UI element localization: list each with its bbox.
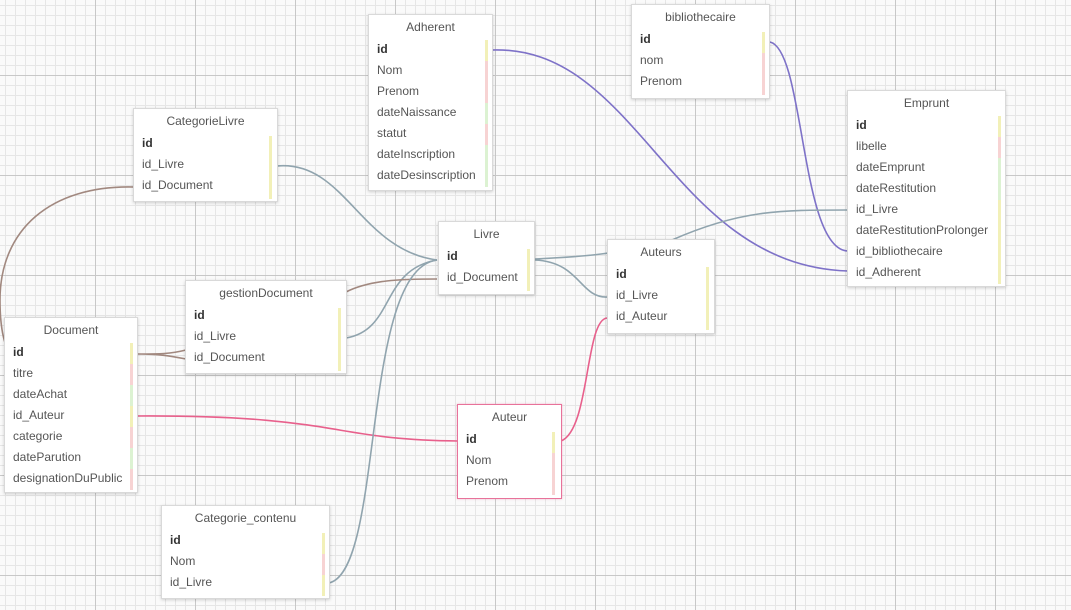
field-categorie[interactable]: categorie [13, 429, 63, 443]
field-id-livre[interactable]: id_Livre [142, 157, 185, 171]
entity-livre[interactable]: Livre id id_Document [438, 221, 535, 295]
field-type-bar [552, 432, 555, 495]
entity-categorie-contenu[interactable]: Categorie_contenu id Nom id_Livre [161, 505, 330, 599]
field-datedesinscription[interactable]: dateDesinscription [377, 168, 476, 182]
field-type-bar [485, 40, 488, 187]
field-nom[interactable]: Nom [466, 453, 492, 467]
field-id[interactable]: id [856, 118, 867, 132]
entity-adherent[interactable]: Adherent id Nom Prenom dateNaissance sta… [368, 14, 493, 191]
field-id[interactable]: id [13, 345, 24, 359]
field-dateemprunt[interactable]: dateEmprunt [856, 160, 925, 174]
link-livre-auteurs[interactable] [534, 259, 608, 298]
link-bibliothecaire-emprunt[interactable] [769, 41, 849, 252]
field-id[interactable]: id [194, 308, 205, 322]
field-id-livre[interactable]: id_Livre [616, 288, 659, 302]
entity-title: CategorieLivre [166, 114, 245, 128]
field-type-bar [130, 343, 133, 490]
field-nom[interactable]: Nom [377, 63, 403, 77]
entity-emprunt[interactable]: Emprunt id libelle dateEmprunt dateResti… [847, 90, 1006, 287]
field-type-bar [338, 308, 341, 371]
entity-title: gestionDocument [219, 286, 313, 300]
field-type-bar [998, 116, 1001, 284]
field-id[interactable]: id [447, 249, 458, 263]
link-auteur-auteurs[interactable] [560, 317, 608, 442]
field-dateparution[interactable]: dateParution [13, 450, 82, 464]
field-libelle[interactable]: libelle [856, 139, 887, 153]
field-id-document[interactable]: id_Document [194, 350, 265, 364]
field-id-livre[interactable]: id_Livre [194, 329, 237, 343]
entity-gestiondocument[interactable]: gestionDocument id id_Livre id_Document [185, 280, 347, 374]
field-id-auteur[interactable]: id_Auteur [13, 408, 65, 422]
field-prenom[interactable]: Prenom [640, 74, 683, 88]
entity-auteurs[interactable]: Auteurs id id_Livre id_Auteur [607, 239, 715, 334]
field-id[interactable]: id [640, 32, 651, 46]
field-daterestitution[interactable]: dateRestitution [856, 181, 937, 195]
field-id-document[interactable]: id_Document [447, 270, 518, 284]
field-type-bar [322, 533, 325, 596]
field-type-bar [762, 32, 765, 95]
link-document-gestiondocument[interactable] [137, 349, 187, 360]
field-type-bar [527, 249, 530, 291]
entity-title: Emprunt [903, 96, 950, 110]
field-id-auteur[interactable]: id_Auteur [616, 309, 668, 323]
entity-title: Auteurs [640, 245, 682, 259]
field-id[interactable]: id [142, 136, 153, 150]
field-titre[interactable]: titre [13, 366, 34, 380]
entity-title: Categorie_contenu [194, 511, 297, 525]
field-dateachat[interactable]: dateAchat [13, 387, 68, 401]
field-type-bar [269, 136, 272, 199]
field-prenom[interactable]: Prenom [466, 474, 509, 488]
field-id[interactable]: id [170, 533, 181, 547]
entity-title: bibliothecaire [665, 10, 736, 24]
field-prenom[interactable]: Prenom [377, 84, 420, 98]
entity-title: Adherent [406, 20, 455, 34]
link-gestiondocument-livre[interactable] [345, 259, 438, 339]
field-id[interactable]: id [466, 432, 477, 446]
entity-title: Document [43, 323, 99, 337]
link-gestiondocument-document[interactable] [345, 278, 438, 293]
entity-title: Livre [473, 227, 500, 241]
entity-bibliothecaire[interactable]: bibliothecaire id nom Prenom [631, 4, 770, 99]
field-id-adherent[interactable]: id_Adherent [856, 265, 921, 279]
field-id[interactable]: id [377, 42, 388, 56]
field-datenaissance[interactable]: dateNaissance [377, 105, 457, 119]
field-id-livre[interactable]: id_Livre [856, 202, 899, 216]
field-daterestitutionprolonger[interactable]: dateRestitutionProlonger [856, 223, 989, 237]
field-dateinscription[interactable]: dateInscription [377, 147, 456, 161]
entity-document[interactable]: Document id titre dateAchat id_Auteur ca… [4, 317, 138, 493]
entity-categorielivre[interactable]: CategorieLivre id id_Livre id_Document [133, 108, 278, 202]
entity-title: Auteur [491, 410, 528, 424]
field-id[interactable]: id [616, 267, 627, 281]
field-nom[interactable]: Nom [170, 554, 196, 568]
field-designationdupublic[interactable]: designationDuPublic [13, 471, 123, 485]
field-statut[interactable]: statut [377, 126, 407, 140]
field-id-livre[interactable]: id_Livre [170, 575, 213, 589]
field-id-document[interactable]: id_Document [142, 178, 213, 192]
field-id-bibliothecaire[interactable]: id_bibliothecaire [856, 244, 943, 258]
field-nom[interactable]: nom [640, 53, 664, 67]
field-type-bar [706, 267, 709, 330]
entity-auteur[interactable]: Auteur id Nom Prenom [457, 404, 562, 499]
link-document-auteur[interactable] [137, 415, 459, 442]
